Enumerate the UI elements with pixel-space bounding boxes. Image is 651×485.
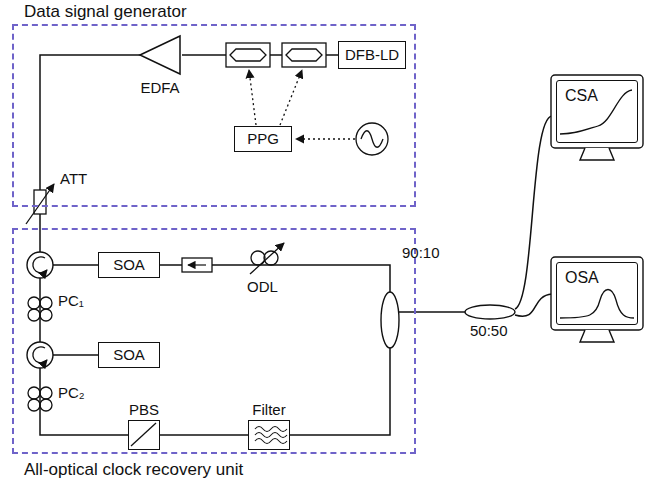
part-label: 50:50 [470,322,508,339]
component-label: Filter [252,401,285,418]
fiber [399,311,465,313]
attenuator-arrow [26,184,54,224]
monitor-bezel [551,75,643,148]
fiber-loop [264,251,278,265]
monitor-screen: CSA [556,80,638,143]
rf-source [356,123,388,155]
isolator [182,258,212,272]
pattern-generator: PPG [234,126,292,152]
part-label: PC₂ [58,384,85,401]
component-label: EDFA [140,79,179,96]
drive-signal [249,70,256,125]
component-label: DFB-LD [345,46,399,63]
delay-arrow [250,243,284,274]
modulator [226,43,270,67]
part-label: PC₁ [58,292,84,309]
spectrum [560,290,634,319]
component-label: OSA [565,269,599,287]
filter-box: Filter [248,420,290,450]
monitor-bezel [551,257,643,330]
coupler [465,305,515,319]
modulator [282,43,326,67]
fiber [40,55,140,252]
clock-signal [296,138,355,139]
amplifier-symbol: EDFA [138,34,182,98]
fiber-link [160,434,248,436]
component-label: SOA [113,346,145,363]
laser-box: DFB-LD [338,41,406,69]
amplifier-triangle [138,34,182,78]
fiber [290,348,390,435]
group-title: All-optical clock recovery unit [24,460,243,480]
component-label: SOA [113,256,145,273]
monitor-screen: OSA [556,262,638,325]
fiber [40,368,128,435]
fiber [515,116,552,309]
filter-symbol [249,421,288,448]
drive-signal [280,70,302,125]
monitor-stand [580,330,614,342]
isolator-arrow [188,264,206,265]
soa-box: SOA [98,342,160,368]
group-panel: All-optical clock recovery unitSOASOAPBS… [12,228,416,454]
circulator [27,252,53,278]
soa-box: SOA [98,252,160,278]
part-label: 90:10 [402,244,440,261]
modulator-arms [286,49,322,61]
monitor-stand [580,148,614,160]
component-label: PBS [129,401,159,418]
group-title: Data signal generator [24,2,187,22]
part-label: ODL [247,278,278,295]
fiber [53,354,98,356]
coupler [381,292,399,348]
fiber [515,294,552,316]
circulator [27,342,53,368]
sine-symbol [361,131,383,148]
part-label: ATT [60,170,87,187]
modulator-arms [230,49,266,61]
component-label: PPG [247,130,279,147]
pbs-symbol [129,421,158,448]
component-label: CSA [565,87,598,105]
fiber [39,278,41,342]
pbs-box: PBS [128,420,160,450]
